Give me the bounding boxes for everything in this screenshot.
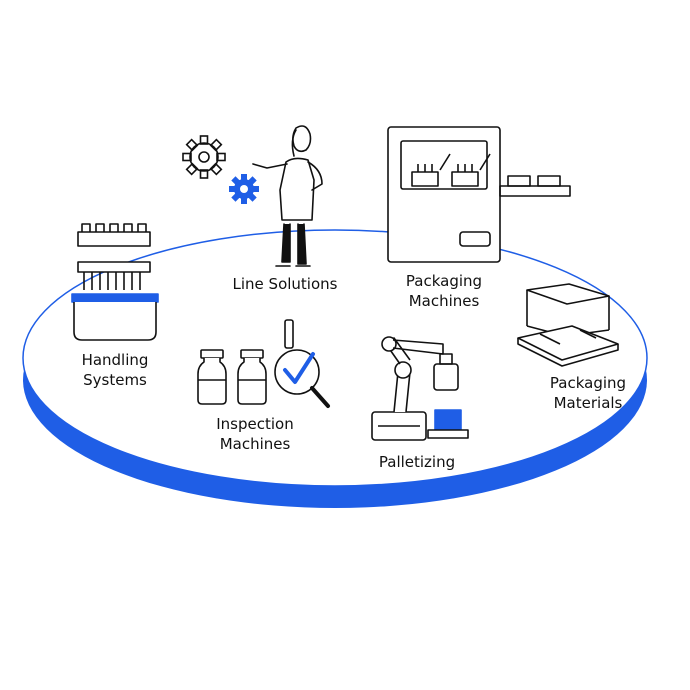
label-line: Line Solutions	[232, 275, 338, 293]
node-label-packaging-materials: Packaging Materials	[528, 373, 648, 413]
node-label-palletizing: Palletizing	[362, 452, 472, 472]
packaging-machine-icon	[387, 126, 571, 263]
label-line: Machines	[219, 435, 291, 453]
handling-system-icon	[71, 223, 159, 341]
magnifier-check-icon	[274, 319, 330, 408]
open-box-icon	[517, 283, 619, 367]
gear-icon	[229, 174, 259, 204]
vial-icon	[237, 349, 267, 405]
label-line: Handling	[81, 351, 149, 369]
label-line: Materials	[553, 394, 623, 412]
gear-icon	[182, 135, 226, 179]
label-line: Packaging	[549, 374, 627, 392]
platform-disc	[22, 229, 648, 508]
node-label-handling-systems: Handling Systems	[60, 350, 170, 390]
node-label-inspection-machines: Inspection Machines	[195, 414, 315, 454]
vial-icon	[197, 349, 227, 405]
label-line: Packaging	[405, 272, 483, 290]
engineer-icon	[252, 125, 323, 267]
node-label-packaging-machines: Packaging Machines	[384, 271, 504, 311]
node-label-line-solutions: Line Solutions	[220, 274, 350, 294]
label-line: Inspection	[216, 415, 294, 433]
label-line: Systems	[83, 371, 147, 389]
robot-arm-icon	[371, 336, 469, 441]
label-line: Machines	[408, 292, 480, 310]
label-line: Palletizing	[378, 453, 456, 471]
